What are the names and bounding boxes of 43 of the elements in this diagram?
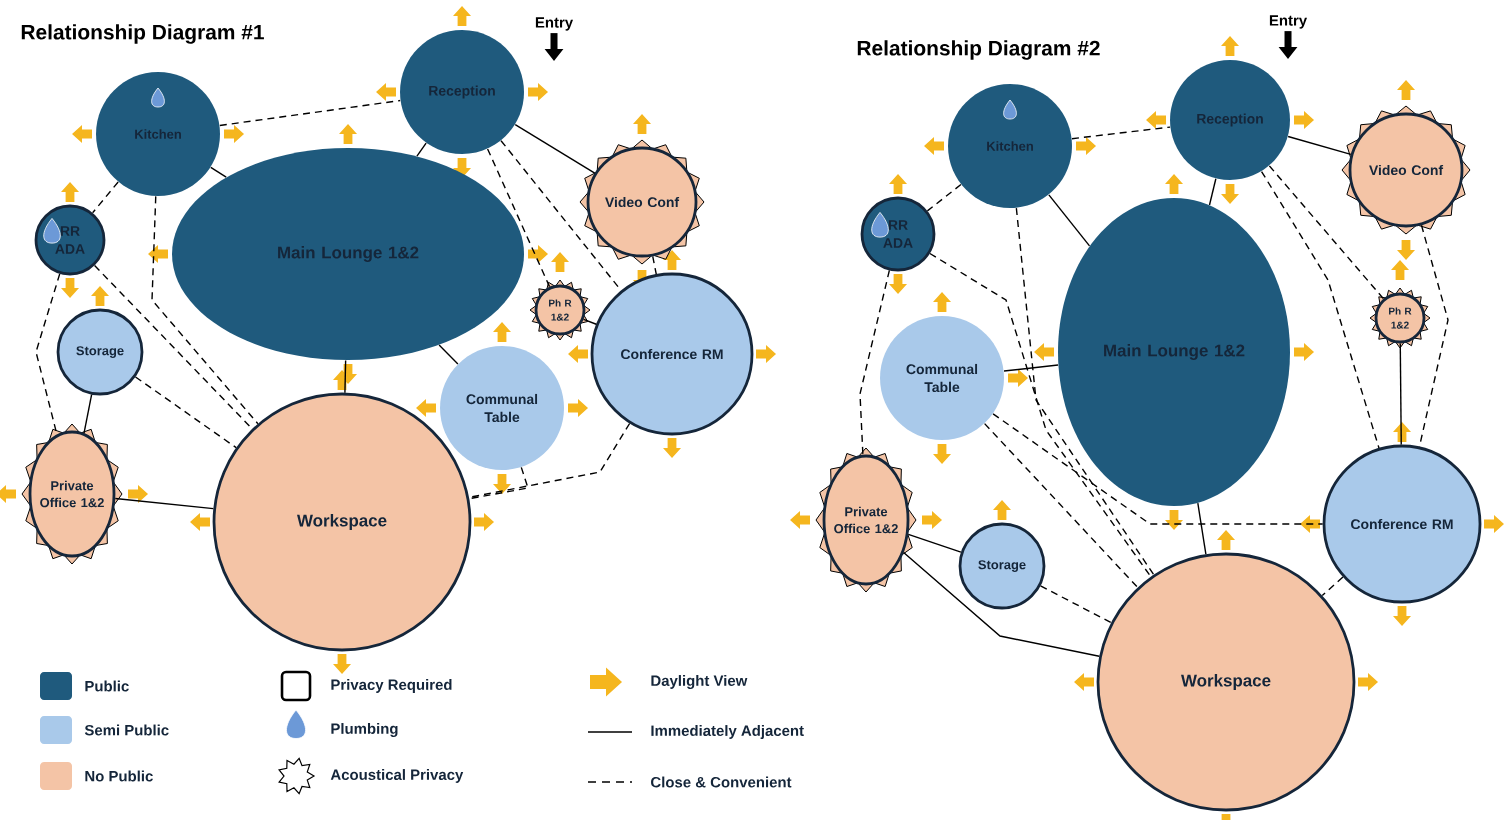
connector-line: [1003, 364, 1059, 372]
connector-line: [1268, 165, 1385, 300]
connector-line: [114, 497, 214, 510]
connector-line: [1260, 170, 1380, 449]
connector-line: [514, 123, 596, 174]
connector-line: [416, 142, 427, 157]
connector-line: [582, 318, 597, 325]
connector-line: [926, 183, 962, 212]
connector-line: [907, 533, 962, 553]
connector-line: [83, 393, 93, 434]
connector-line: [468, 466, 529, 500]
connector-line: [1208, 178, 1217, 206]
connector-line: [134, 376, 237, 449]
connector-line: [344, 359, 347, 394]
connector-line: [859, 269, 891, 456]
connector-line: [219, 99, 401, 127]
connector-line: [438, 344, 459, 365]
connector-line: [929, 252, 1152, 578]
heading-label: Relationship Diagram #1: [21, 24, 264, 44]
connector-line: [1321, 576, 1344, 597]
connector-line: [1418, 224, 1449, 448]
connector-line: [1071, 126, 1171, 140]
connector-line: [902, 551, 1100, 657]
connector-line: [500, 140, 622, 292]
connector-line: [983, 422, 1139, 589]
room-bubble: Main Lounge 1&2: [1058, 198, 1290, 506]
connector-line: [468, 422, 631, 499]
connector-line: [652, 255, 657, 275]
connector-line: [486, 148, 551, 288]
room-bubble: Workspace: [1096, 552, 1356, 812]
connector-line: [1287, 135, 1352, 156]
heading-label: Relationship Diagram #2: [857, 40, 1100, 60]
connector-line: [91, 181, 119, 214]
connector-line: [210, 166, 227, 178]
connector-line: [1048, 194, 1091, 247]
connector-line: [35, 273, 61, 436]
connector-line: [1015, 207, 1155, 576]
connector-line: [992, 413, 1324, 525]
connector-line: [151, 195, 259, 425]
connector-line: [1197, 502, 1207, 555]
connector-line: [1399, 342, 1402, 446]
connector-line: [93, 264, 253, 430]
connector-line: [1039, 585, 1112, 624]
